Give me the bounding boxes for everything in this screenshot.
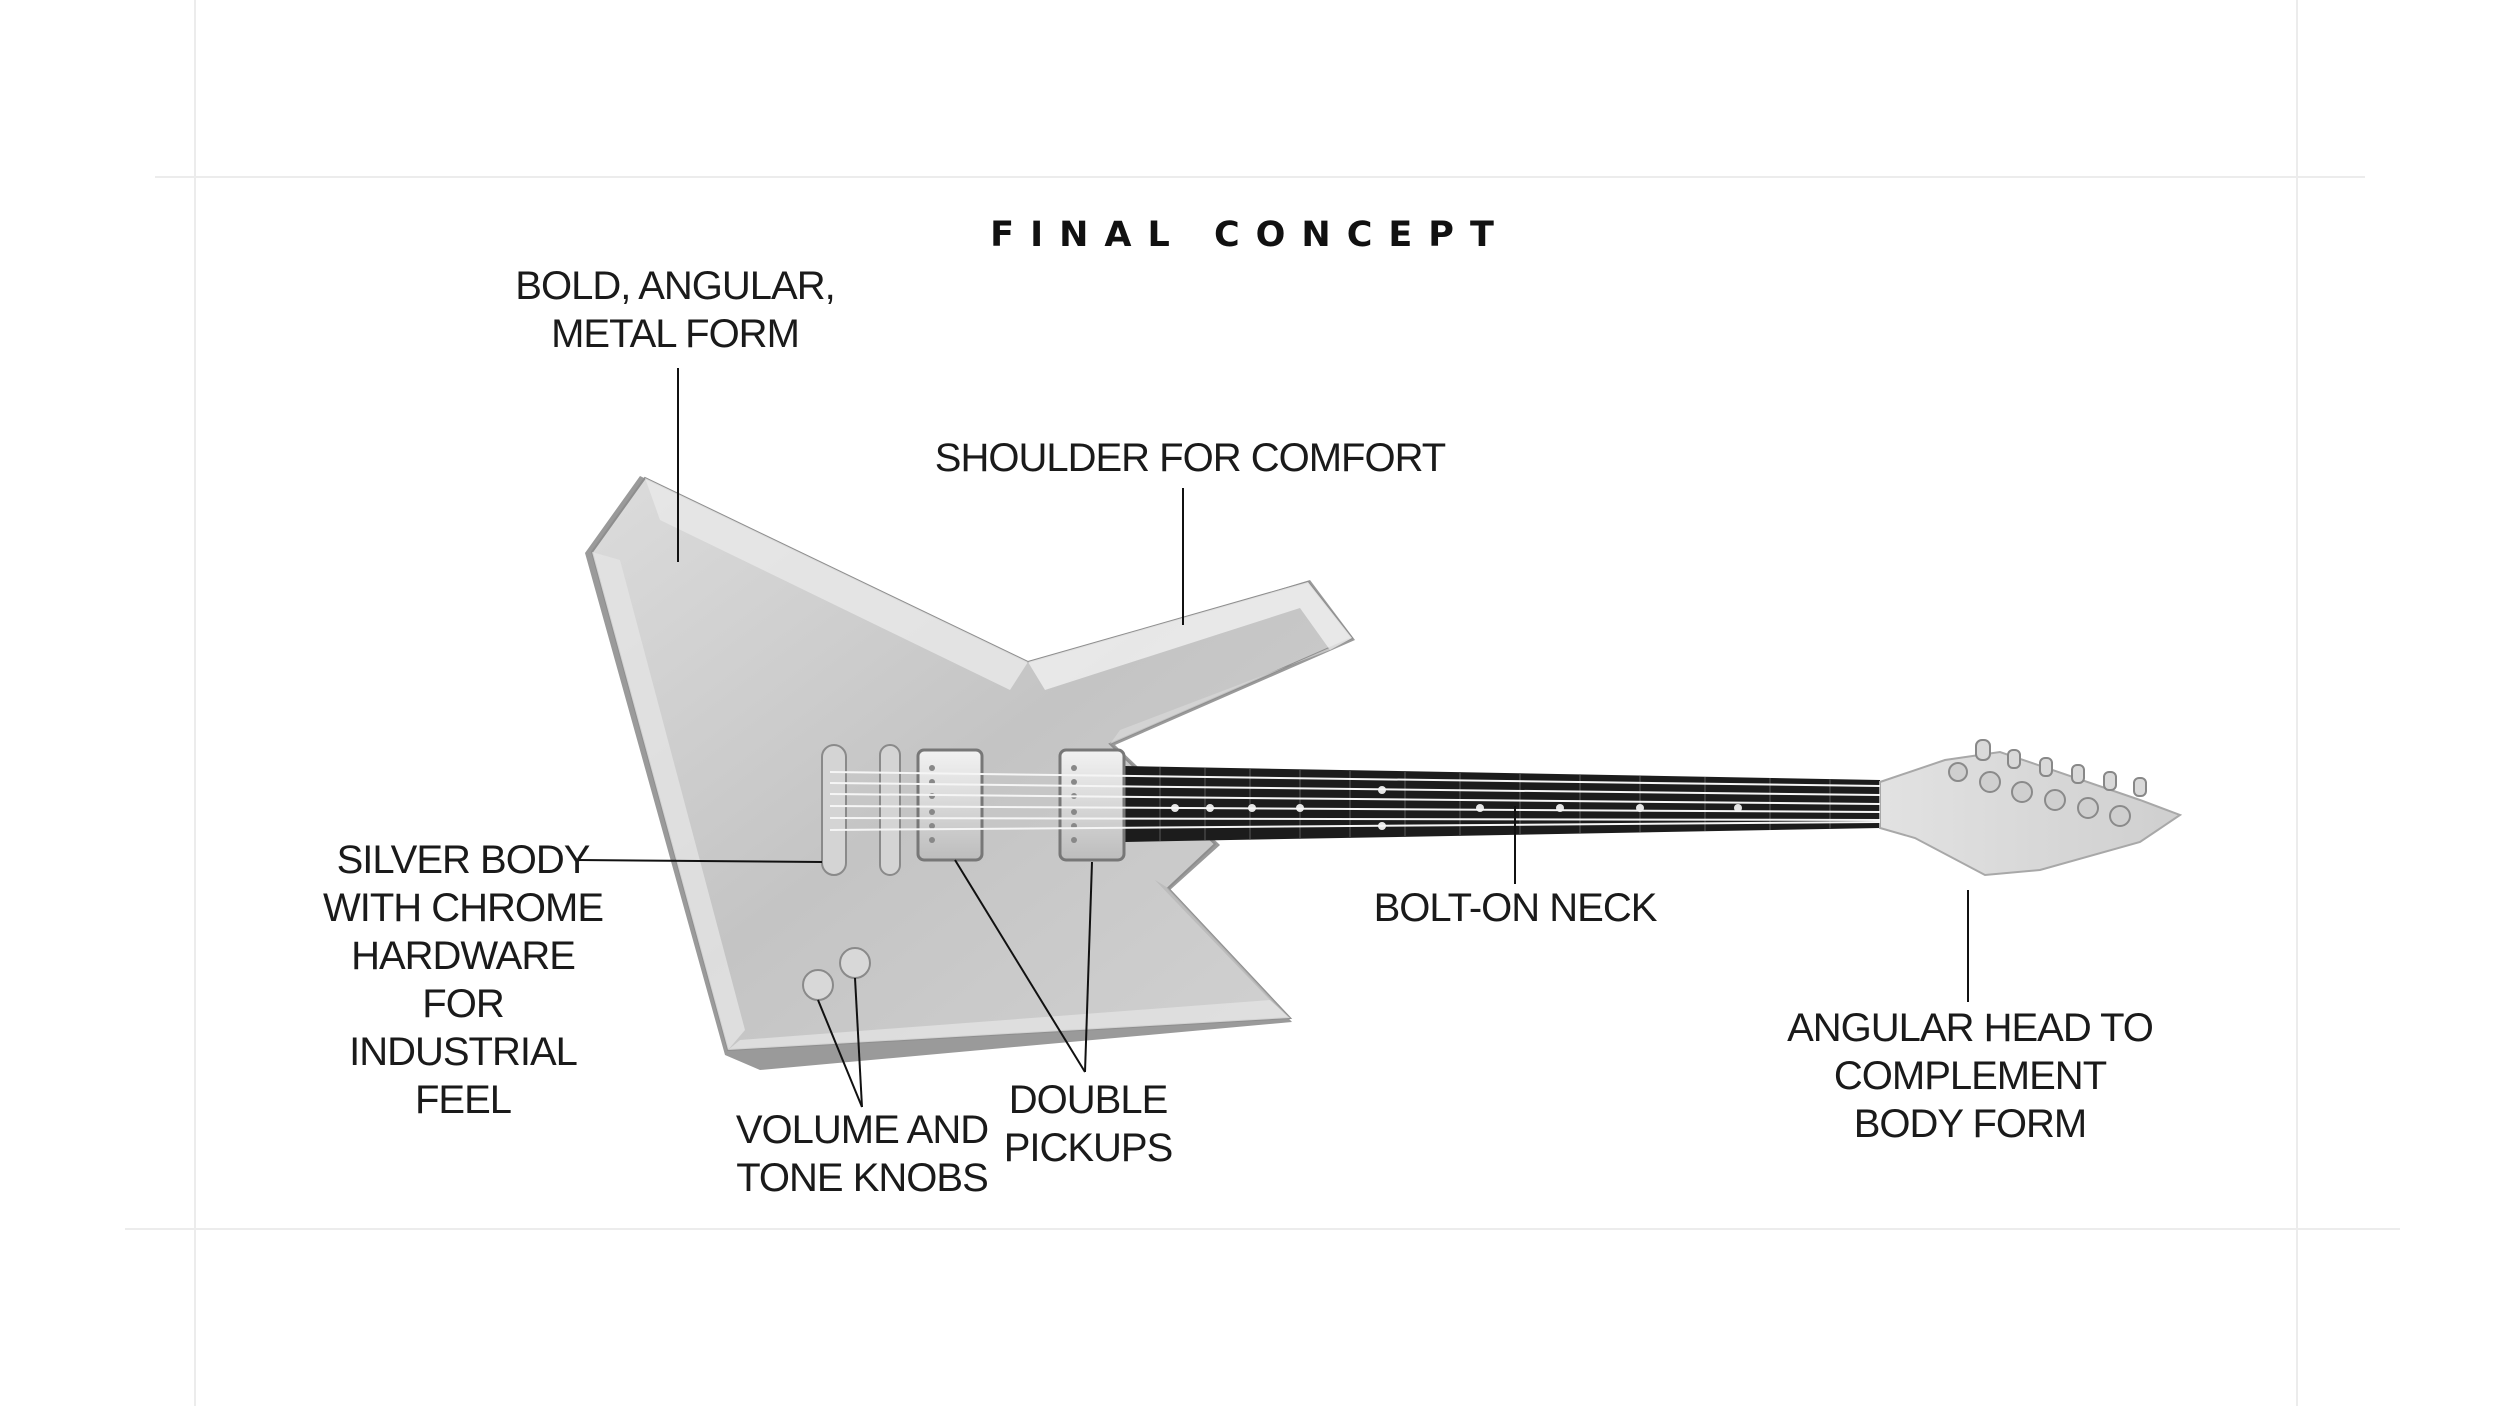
guide-line-right [2296, 0, 2298, 1406]
guitar-bridge [821, 744, 901, 876]
guitar-pickups [916, 748, 1126, 862]
guide-line-left [194, 0, 196, 1406]
label-angular-head: ANGULAR HEAD TO COMPLEMENT BODY FORM [1787, 1006, 2154, 1146]
label-pickups: DOUBLE PICKUPS [1003, 1078, 1174, 1170]
guitar-strings [829, 771, 1881, 831]
guide-line-top [155, 176, 2365, 178]
label-bolt-on-neck: BOLT-ON NECK [1373, 886, 1658, 930]
label-knobs: VOLUME AND TONE KNOBS [735, 1108, 989, 1200]
leader-lines [577, 368, 1969, 1108]
label-shoulder: SHOULDER FOR COMFORT [934, 436, 1446, 480]
guitar-headstock [1879, 739, 2183, 877]
label-silver-body: SILVER BODY WITH CHROME HARDWARE FOR IND… [322, 838, 604, 1122]
guitar-knobs [802, 947, 871, 1001]
label-bold-angular-form: BOLD, ANGULAR, METAL FORM [515, 264, 835, 356]
guide-line-bottom [125, 1228, 2400, 1230]
page-title: FINAL CONCEPT [990, 215, 1510, 255]
